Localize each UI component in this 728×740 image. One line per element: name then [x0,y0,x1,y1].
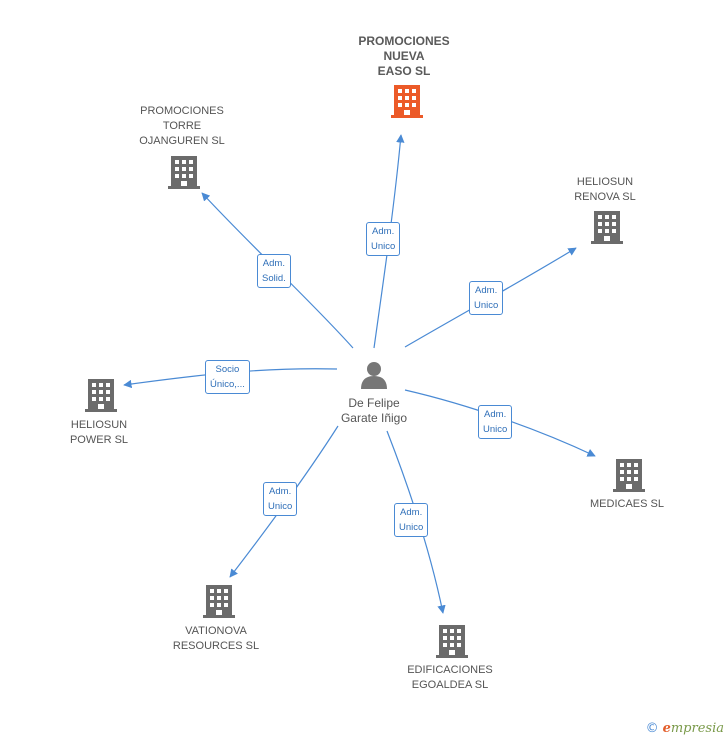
building-icon[interactable] [591,211,623,244]
role-badge-vationova-resources: Adm. Unico [263,482,298,516]
person-icon [361,362,387,389]
building-icon[interactable] [613,459,645,492]
brand-name: mpresia [670,721,724,736]
company-label-promociones-torre-ojanguren[interactable]: PROMOCIONES TORRE OJANGUREN SL [139,105,225,147]
role-badge-heliosun-renova: Adm. Unico [469,281,504,315]
company-label-medicaes[interactable]: MEDICAES SL [590,498,664,510]
building-icon[interactable] [85,379,117,412]
company-label-promociones-nueva-easo[interactable]: PROMOCIONES NUEVA EASO SL [358,34,450,78]
brand-initial: e [662,721,671,736]
building-icon[interactable] [168,156,200,189]
role-badge-heliosun-power: Socio Único,... [205,360,250,394]
role-badge-edificaciones-egoaldea: Adm. Unico [394,503,429,537]
company-label-edificaciones-egoaldea[interactable]: EDIFICACIONES EGOALDEA SL [407,664,493,691]
company-label-heliosun-power[interactable]: HELIOSUN POWER SL [69,419,129,446]
center-person-name[interactable]: De Felipe Garate Iñigo [340,396,408,425]
company-label-vationova-resources[interactable]: VATIONOVA RESOURCES SL [172,625,260,652]
copyright-icon: © [645,721,659,736]
role-badge-medicaes: Adm. Unico [478,405,513,439]
building-icon[interactable] [391,85,423,118]
empresia-brand: ©empresia [646,721,724,736]
role-badge-promociones-nueva-easo: Adm. Unico [366,222,401,256]
company-label-heliosun-renova[interactable]: HELIOSUN RENOVA SL [574,176,636,203]
role-badge-promociones-torre-ojanguren: Adm. Solid. [257,254,291,288]
building-icon[interactable] [203,585,235,618]
building-icon[interactable] [436,625,468,658]
